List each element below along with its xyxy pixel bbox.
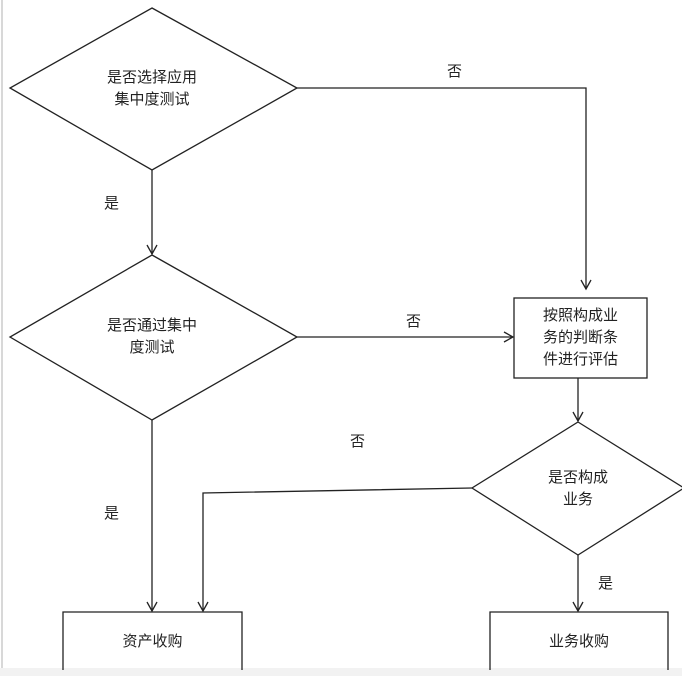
decision1-line: 是否选择应用 xyxy=(106,68,197,86)
decision3-line: 是否构成 xyxy=(547,468,608,486)
edge-label-no: 否 xyxy=(350,432,366,450)
edge-label-yes: 是 xyxy=(104,504,120,522)
decision2-line: 是否通过集中 xyxy=(106,316,197,334)
decision3-line: 业务 xyxy=(562,490,593,508)
process-line: 务的判断条 xyxy=(542,328,618,346)
process-line: 件进行评估 xyxy=(542,350,618,368)
decision1-text: 是否选择应用 集中度测试 xyxy=(82,66,222,110)
edge-label-yes: 是 xyxy=(598,574,614,592)
edge-d3-no xyxy=(197,487,473,613)
decision1-line: 集中度测试 xyxy=(114,90,190,108)
asset-acquisition-label: 资产收购 xyxy=(122,632,183,650)
edge-label-no: 否 xyxy=(406,312,422,330)
edge-d1-no xyxy=(297,87,592,291)
decision2-line: 度测试 xyxy=(129,338,175,356)
page-bottom-strip xyxy=(0,668,682,676)
edge-label-yes: 是 xyxy=(104,194,120,212)
process-text: 按照构成业 务的判断条 件进行评估 xyxy=(514,304,647,370)
process-line: 按照构成业 xyxy=(542,306,618,324)
business-acquisition-label: 业务收购 xyxy=(548,632,609,650)
decision3-text: 是否构成 业务 xyxy=(520,466,636,510)
edge-label-no: 否 xyxy=(447,62,463,80)
decision2-text: 是否通过集中 度测试 xyxy=(82,314,222,358)
